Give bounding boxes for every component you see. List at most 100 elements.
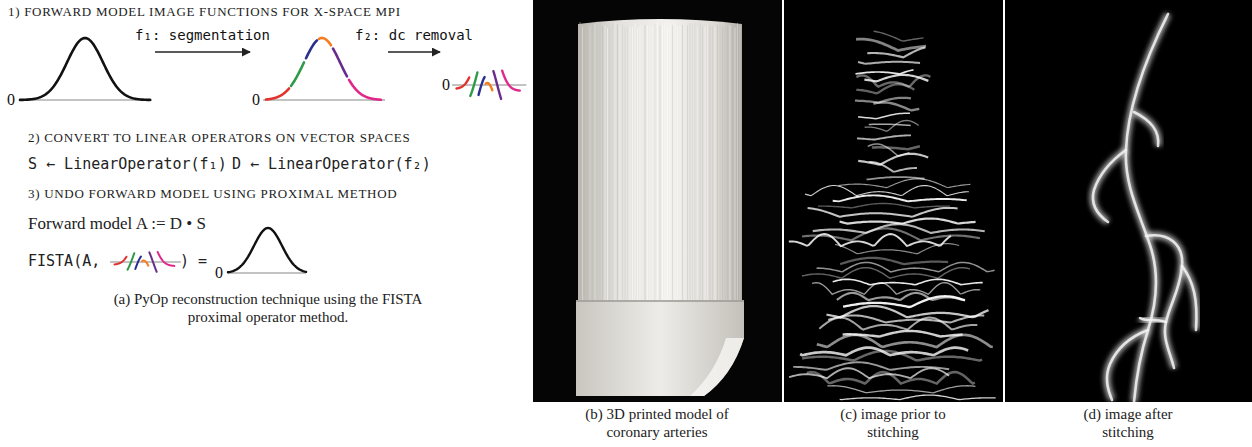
streak: [802, 268, 970, 279]
plot-curve: [128, 253, 135, 269]
plot-axis: [20, 99, 152, 100]
print-line: [582, 26, 583, 300]
print-line: [622, 24, 623, 300]
streak: [865, 120, 919, 131]
printed-model-photo: [533, 0, 782, 402]
print-line: [625, 27, 626, 300]
print-line: [662, 26, 663, 300]
axis-origin: 0: [215, 264, 223, 282]
print-line: [730, 25, 731, 300]
print-line: [610, 27, 611, 300]
print-line: [657, 22, 658, 300]
streak: [843, 296, 965, 307]
streak: [855, 70, 913, 74]
vessel: [1140, 318, 1166, 322]
vessel: [1093, 150, 1126, 222]
plot-curves: [20, 38, 526, 273]
subfigure-caption: (c) image prior to stitching: [823, 405, 963, 441]
plot-curve: [470, 72, 477, 96]
print-line: [675, 23, 676, 300]
flow-arrow: [155, 51, 250, 53]
print-line: [702, 26, 703, 300]
plot-axis: [228, 272, 306, 273]
streak: [856, 39, 926, 50]
streak: [802, 351, 982, 361]
print-line: [580, 22, 581, 300]
streak: [856, 84, 914, 93]
print-line: [655, 24, 656, 300]
print-line: [595, 24, 596, 300]
vessel: [1146, 235, 1182, 368]
print-line: [667, 27, 668, 300]
streak: [867, 47, 925, 57]
subfigure-caption: (b) 3D printed model of coronary arterie…: [582, 405, 732, 441]
section-heading: 1) FORWARD MODEL IMAGE FUNCTIONS FOR X-S…: [8, 4, 401, 20]
print-texture: [580, 22, 740, 300]
print-line: [620, 26, 621, 300]
plot-curve: [149, 252, 156, 271]
print-line: [700, 23, 701, 300]
print-line: [715, 27, 716, 300]
vessel-glow: [1107, 330, 1148, 400]
print-line: [632, 27, 633, 300]
print-line: [712, 27, 713, 300]
print-line: [650, 25, 651, 300]
streak: [833, 195, 967, 201]
print-line: [687, 25, 688, 300]
streak: [874, 31, 924, 41]
arrow-label: f₁: segmentation: [134, 27, 271, 44]
print-line: [600, 23, 601, 300]
vessel-glow: [1146, 235, 1182, 368]
print-line: [602, 27, 603, 300]
print-line: [727, 25, 728, 300]
print-line: [680, 26, 681, 300]
plot-curve: [158, 252, 175, 266]
print-line: [670, 23, 671, 300]
streak: [808, 208, 958, 217]
stitched-image: [1005, 0, 1252, 402]
plot-curve: [20, 38, 150, 100]
print-line: [592, 24, 593, 300]
streak: [858, 113, 910, 119]
streak: [817, 262, 995, 271]
print-line: [630, 26, 631, 300]
print-line: [660, 26, 661, 300]
plot-curve: [493, 71, 501, 99]
plot-curve: [291, 62, 304, 86]
print-line: [692, 25, 693, 300]
code-line: S ← LinearOperator(f₁): [28, 155, 227, 173]
print-line: [672, 25, 673, 300]
plot-curve: [333, 49, 347, 77]
streak: [872, 146, 920, 149]
cylinder-body: [578, 19, 742, 302]
print-line: [720, 24, 721, 300]
arrow-label: f₂: dc removal: [354, 27, 474, 44]
print-line: [647, 25, 648, 300]
print-line: [685, 27, 686, 300]
subfigure-caption: (d) image after stitching: [1062, 405, 1194, 441]
streak: [840, 219, 976, 224]
print-line: [717, 25, 718, 300]
print-line: [710, 25, 711, 300]
plot-curve: [479, 77, 485, 95]
print-line: [677, 26, 678, 300]
plot-curve: [115, 257, 127, 265]
code-line: FISTA(A,: [28, 252, 100, 270]
print-line: [695, 23, 696, 300]
print-line: [737, 23, 738, 300]
streak: [789, 234, 951, 246]
print-line: [612, 24, 613, 300]
plot-curve: [486, 83, 493, 90]
plot-curve: [457, 77, 470, 88]
streak: [819, 318, 977, 330]
subfigure-caption: (a) PyOp reconstruction technique using …: [108, 290, 428, 326]
plot-curve: [266, 88, 289, 99]
axis-origin: 0: [7, 91, 17, 109]
axis-origin: 0: [442, 76, 452, 94]
streak: [818, 203, 950, 207]
print-line: [697, 27, 698, 300]
print-line: [645, 25, 646, 300]
section-heading: 3) UNDO FORWARD MODEL USING PROXIMAL MET…: [28, 186, 397, 202]
plot-panel: 0: [5, 20, 155, 110]
streak: [833, 279, 983, 284]
